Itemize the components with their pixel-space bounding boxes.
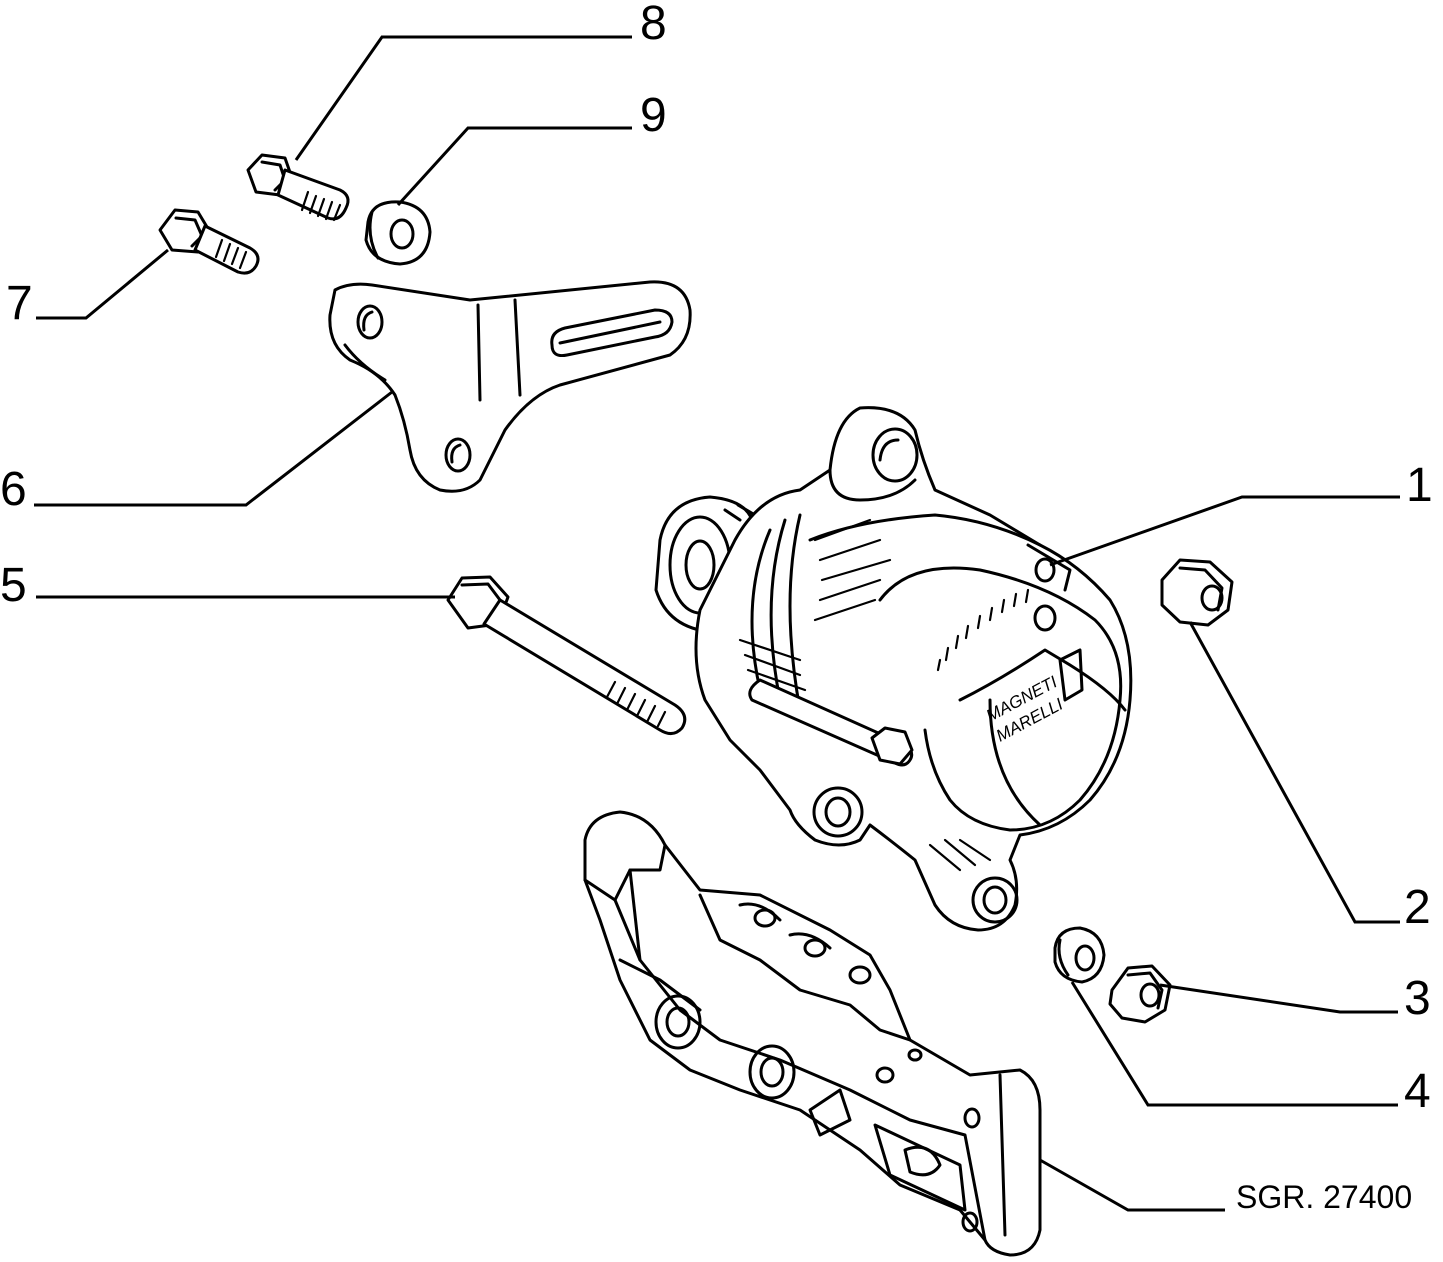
callout-1: 1 (1406, 459, 1433, 512)
callout-5: 5 (0, 559, 27, 612)
leader-sgr (1039, 1158, 1225, 1212)
part-8-bolt (246, 153, 350, 222)
callout-9: 9 (640, 89, 667, 142)
leader-9 (396, 126, 632, 207)
part-2-nut (1160, 558, 1234, 627)
callout-7: 7 (6, 277, 33, 330)
leader-4 (1070, 981, 1398, 1107)
part-9-spacer (364, 200, 432, 266)
leader-6 (34, 390, 393, 507)
part-7-bolt (158, 208, 260, 275)
part-6-bracket (328, 280, 692, 493)
callout-8: 8 (640, 0, 667, 50)
part-3-nut (1108, 964, 1172, 1024)
part-4-spacer (1053, 926, 1106, 984)
leader-1 (1049, 495, 1400, 567)
callout-4: 4 (1404, 1065, 1431, 1118)
leader-lines (34, 35, 1400, 1212)
part-1-alternator: MAGNETI MARELLI (654, 406, 1133, 932)
part-5-long-bolt (446, 575, 687, 735)
leader-3 (1159, 983, 1398, 1014)
callout-3: 3 (1404, 972, 1431, 1025)
callout-6: 6 (0, 463, 27, 516)
leader-8 (294, 35, 632, 161)
drawing-code: SGR. 27400 (1236, 1179, 1413, 1215)
leader-2 (1188, 621, 1400, 924)
leader-7 (36, 248, 169, 320)
callout-2: 2 (1404, 881, 1431, 934)
lower-support-bracket (583, 810, 1042, 1257)
